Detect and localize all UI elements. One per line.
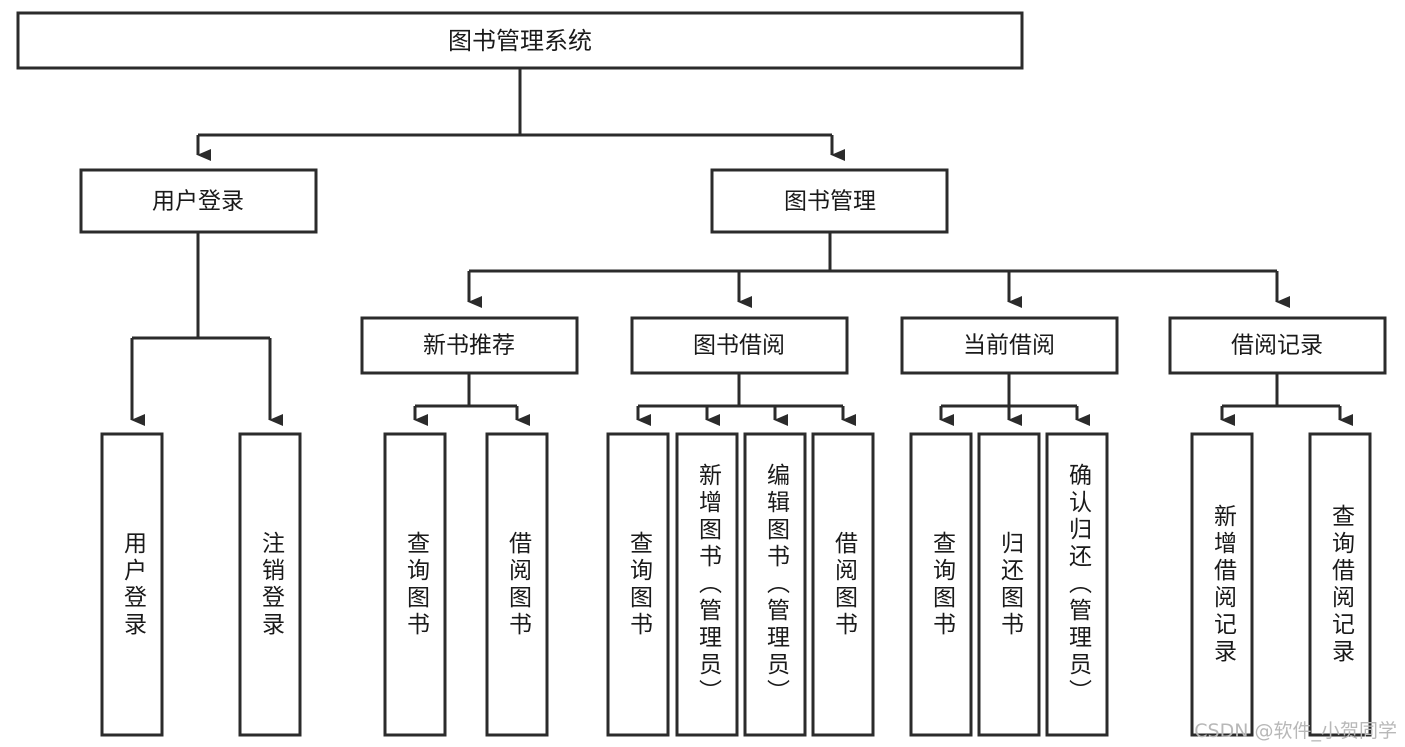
connector-currentborrow-to-leaves [939,373,1090,426]
node-new-book-recommend-label: 新书推荐 [423,333,515,359]
node-user-login[interactable]: 用户登录 [79,168,318,234]
connector-bookmgmt-to-level3 [467,232,1290,308]
leaf-box-query-book-current[interactable] [909,432,973,737]
node-current-borrow-label: 当前借阅 [963,333,1055,359]
leaf-box-add-borrow-record[interactable] [1190,432,1254,737]
watermark-text: CSDN @软件_小贺同学 [1194,720,1397,742]
connector-userlogin-to-leaves [130,232,283,426]
connector-root-to-level2 [196,68,845,161]
leaf-box-add-book-admin[interactable] [675,432,739,737]
leaf-box-user-login[interactable] [100,432,164,737]
node-book-borrow[interactable]: 图书借阅 [630,316,849,375]
leaf-box-return-book[interactable] [977,432,1041,737]
leaf-box-borrow-book[interactable] [811,432,875,737]
connector-borrowrecords-to-leaves [1220,373,1353,426]
leaf-box-borrow-book-rec[interactable] [485,432,549,737]
leaf-box-query-book-borrow[interactable] [606,432,670,737]
connector-bookborrow-to-leaves [636,373,856,426]
leaf-box-query-book-rec[interactable] [383,432,447,737]
node-new-book-recommend[interactable]: 新书推荐 [360,316,579,375]
node-borrow-records-label: 借阅记录 [1231,333,1323,359]
node-book-management-label: 图书管理 [784,189,876,215]
node-borrow-records[interactable]: 借阅记录 [1168,316,1387,375]
leaf-box-confirm-return-admin[interactable] [1045,432,1109,737]
node-current-borrow[interactable]: 当前借阅 [900,316,1119,375]
connector-newbook-to-leaves [413,373,530,426]
node-book-borrow-label: 图书借阅 [693,333,785,359]
node-root-label: 图书管理系统 [448,27,592,55]
node-book-management[interactable]: 图书管理 [710,168,949,234]
leaf-box-edit-book-admin[interactable] [743,432,807,737]
leaf-box-query-borrow-record[interactable] [1308,432,1372,737]
node-user-login-label: 用户登录 [152,189,244,215]
leaf-box-logout[interactable] [238,432,302,737]
node-root-system[interactable]: 图书管理系统 [16,11,1024,70]
